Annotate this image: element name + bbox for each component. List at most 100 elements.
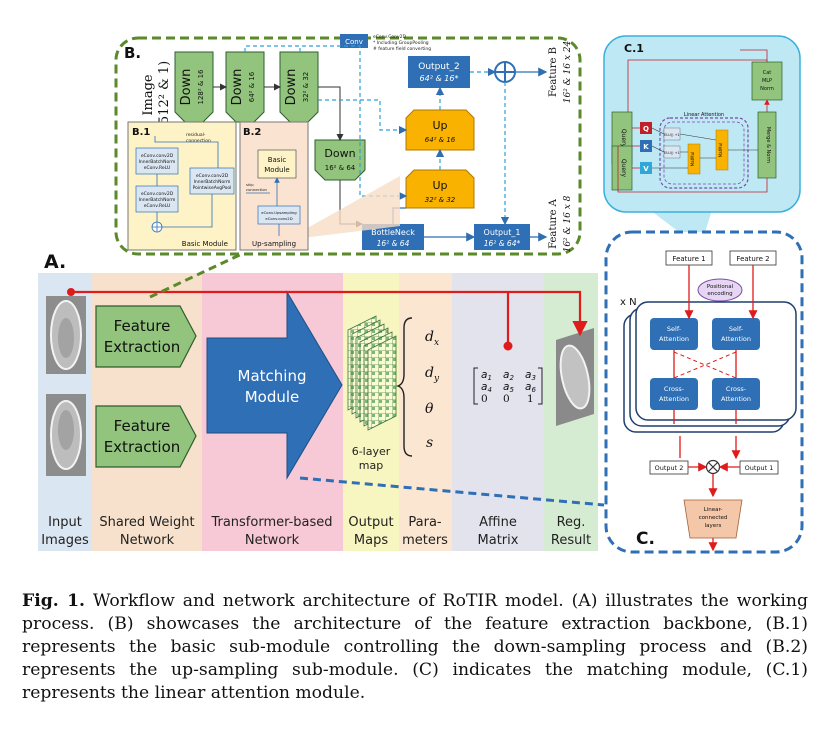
bottleneck-title: BottleNeck: [371, 228, 415, 237]
panel-c1-label: C.1: [624, 42, 644, 55]
c-self-attn-2-line2: Attention: [721, 335, 751, 343]
col-label-params-1: Para-: [408, 515, 442, 530]
c1-q: Q: [643, 125, 649, 133]
b1-box2-line1: eConv.conv2D: [141, 191, 174, 197]
c-output1: Output 1: [745, 464, 774, 472]
b1-box3-line3: PointwiseAvgPool: [193, 185, 232, 191]
down-3-size: 32² & 32: [302, 72, 310, 103]
c1-elu-2: ELU() +1: [664, 151, 680, 155]
up-2-size: 32² & 32: [425, 196, 456, 204]
down-4-size: 16² & 64: [325, 164, 356, 172]
b1-label: B.1: [132, 127, 150, 138]
param-theta: θ: [425, 401, 434, 417]
feature-a-line2: 16² & 16 x 8: [563, 195, 573, 252]
b1-footer: Basic Module: [182, 240, 228, 248]
arrow-down3-down4: [318, 86, 344, 141]
column-labels: Input Images Shared Weight Network Trans…: [41, 515, 591, 548]
six-layer-map-line2: map: [359, 459, 383, 472]
matching-module-line1: Matching: [238, 367, 307, 385]
b1-residual-2: connection: [186, 138, 211, 144]
matching-module-line2: Module: [245, 388, 300, 406]
panel-c-label: C.: [636, 529, 655, 549]
col-label-transformer-2: Network: [245, 533, 300, 548]
figure-caption: Fig. 1. Workflow and network architectur…: [22, 590, 808, 705]
up-block-2: Up 32² & 32: [405, 169, 475, 209]
panel-b1: B.1 residual- connection eConv.conv2D In…: [127, 121, 237, 251]
affine-matrix: a1 a2 a3 a4 a5 a6 0 0 1: [473, 367, 543, 405]
c-positional-2: encoding: [707, 291, 732, 297]
down-2-title: Down: [230, 69, 245, 106]
feature-b-line2: 16² & 16 x 24: [563, 40, 573, 103]
feature-a-line1: Feature A: [548, 198, 559, 249]
b1-box3-line2: InnerBatchNorm: [194, 179, 231, 185]
panel-b-label: B.: [124, 44, 141, 62]
col-label-transformer-1: Transformer-based: [210, 515, 332, 530]
output2-size: 64² & 16*: [420, 74, 459, 83]
input-image-2: [46, 394, 86, 476]
up-1-size: 64² & 16: [425, 136, 456, 144]
feature-extraction-2-line1: Feature: [114, 417, 171, 435]
c-cross-attn-2-line1: Cross-: [726, 385, 747, 393]
matrix-a5: a5: [503, 381, 514, 394]
b2-footer: Up-sampling: [252, 240, 296, 248]
c-cross-attn-1-line1: Cross-: [664, 385, 685, 393]
feature-extraction-block-2: Feature Extraction: [95, 405, 197, 468]
c1-linear-attention: Linear Attention: [684, 112, 724, 118]
conv-legend: Conv eConv.Conv2D * Including GroupPooli…: [340, 34, 431, 52]
panel-a-label: A.: [44, 251, 66, 273]
output2-box: Output_2 64² & 16*: [408, 56, 470, 88]
down-2-size: 64² & 16: [248, 71, 256, 102]
conv-legend-line2: * Including GroupPooling: [373, 40, 429, 46]
architecture-figure: A. Feature Extraction Feature Extraction…: [38, 34, 804, 554]
c1-cat-2: MLP: [762, 78, 772, 84]
skip-connections: [244, 45, 510, 226]
b1-box1-line2: InnerBatchNorm: [139, 159, 176, 165]
col-label-shared-1: Shared Weight: [99, 515, 194, 530]
down-1-size: 128² & 16: [197, 69, 205, 105]
c1-k: K: [643, 143, 649, 151]
c1-query-bottom: Query: [620, 159, 627, 178]
b2-basic-line1: Basic: [268, 156, 287, 164]
conv-legend-line1: eConv.Conv2D: [373, 34, 407, 40]
b2-up-line2: eConv.conv2D: [265, 216, 292, 221]
image-label: Image: [141, 74, 156, 116]
c1-matmul-1: MatMul: [690, 152, 695, 167]
param-dx: dx: [425, 329, 439, 348]
c-self-attn-1-line2: Attention: [659, 335, 689, 343]
matrix-a3: a3: [525, 369, 536, 382]
six-layer-map-stack: [347, 315, 397, 431]
col-label-result-1: Reg.: [557, 515, 586, 530]
col-label-matrix-1: Affine: [479, 515, 517, 530]
col-label-input-2: Images: [41, 533, 89, 548]
c1-cat-1: Cat: [763, 70, 772, 76]
col-label-input-1: Input: [48, 515, 82, 530]
b1-box2-line3: eConv.ReLU: [144, 203, 171, 209]
c1-merge: Merge & Norm: [765, 127, 771, 163]
c-feature1: Feature 1: [672, 255, 705, 263]
c-linear-3: layers: [705, 523, 722, 529]
b1-box3-line1: eConv.conv2D: [196, 173, 229, 179]
col-label-result-2: Result: [551, 533, 591, 548]
col-label-output-1: Output: [348, 515, 393, 530]
col-label-output-2: Maps: [354, 533, 388, 548]
c-positional-1: Positional: [707, 284, 734, 290]
down-block-1: Down 128² & 16: [174, 51, 214, 123]
c-feature2: Feature 2: [736, 255, 769, 263]
output1-box: Output_1 16² & 64*: [474, 224, 530, 250]
b2-skip-1: skip: [246, 182, 254, 187]
matching-module-arrow: Matching Module: [206, 290, 343, 480]
c1-cat-3: Norm: [760, 86, 774, 92]
up-2-title: Up: [432, 179, 447, 192]
output1-size: 16² & 64*: [484, 239, 521, 248]
c-cross-attn-2-line2: Attention: [721, 395, 751, 403]
up-block-1: Up 64² & 16: [405, 109, 475, 151]
image-size: (512² & 1): [157, 61, 172, 129]
b2-label: B.2: [243, 127, 261, 138]
up-1-title: Up: [432, 119, 447, 132]
panel-c-diagram: Feature 1 Feature 2 Positional encoding …: [620, 250, 797, 552]
matrix-a1: a1: [481, 369, 492, 382]
feature-extraction-block-1: Feature Extraction: [95, 305, 197, 368]
output2-title: Output_2: [418, 62, 460, 72]
panel-b2: B.2 Basic Module skip connection eConv.U…: [239, 121, 400, 251]
registration-result-image: [556, 328, 594, 426]
